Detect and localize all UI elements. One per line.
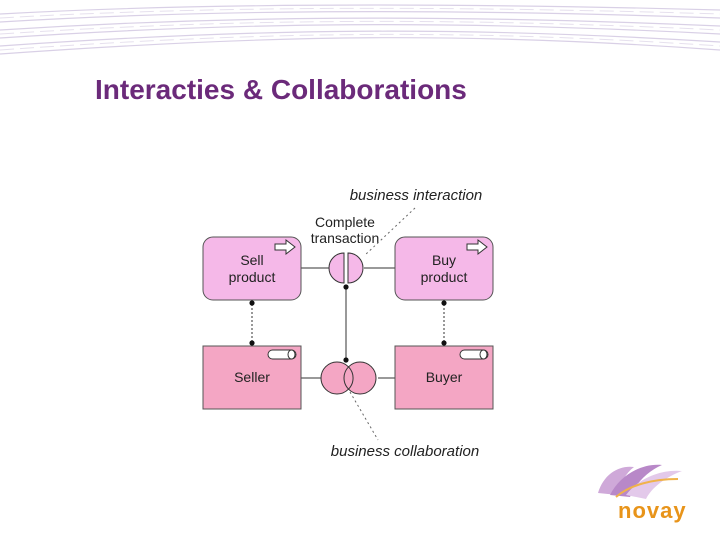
page-title: Interacties & Collaborations [95,74,467,105]
role-seller: Seller [202,345,302,410]
process-label-line2: product [229,269,276,285]
process-label-line1: Buy [432,252,456,268]
process-arrow-icon [274,238,296,256]
annotation-business-collaboration: business collaboration [331,443,479,460]
connector-dots [249,284,447,363]
process-arrow-icon [466,238,488,256]
process-sell-product: Sell product [202,236,302,301]
process-buy-product: Buy product [394,236,494,301]
annotation-business-interaction: business interaction [350,187,483,204]
header-wave-lines [0,4,720,55]
novay-logo-mark [598,464,682,499]
role-label: Seller [234,369,270,385]
role-label: Buyer [426,369,463,385]
novay-logo-text: novay [618,498,687,523]
process-label-line1: Sell [240,252,263,268]
interaction-label-line1: Complete [315,214,375,230]
collaboration-icon [320,361,377,395]
role-cylinder-icon [459,349,489,360]
process-label-line2: product [421,269,468,285]
role-cylinder-icon [267,349,297,360]
annotation-pointers [349,207,416,441]
interaction-icon [328,252,364,284]
interaction-label-line2: transaction [311,230,379,246]
role-buyer: Buyer [394,345,494,410]
connector-lines [251,267,445,379]
